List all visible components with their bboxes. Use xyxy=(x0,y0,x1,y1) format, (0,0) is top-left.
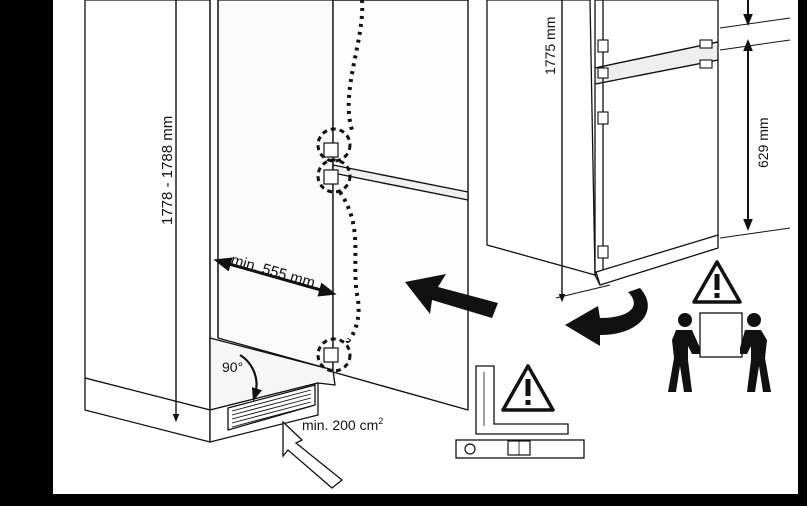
fridge-height-label: 1775 mm xyxy=(542,17,558,75)
rotate-arrow-icon xyxy=(565,288,648,346)
fridge-hinges xyxy=(597,39,713,259)
direction-arrow-icon xyxy=(405,274,498,318)
niche-height-dimension: 1778 - 1788 mm xyxy=(159,0,180,423)
vent-area-annotation: min. 200 cm2 xyxy=(282,416,383,489)
warning-triangle-icon xyxy=(692,260,742,304)
cabinet-door xyxy=(332,0,469,411)
cabinet-side-panel xyxy=(84,0,211,411)
hinge-top xyxy=(323,142,339,158)
freezer-door-height-label: 629 mm xyxy=(755,117,771,168)
right-angle-mark: 90° xyxy=(222,354,262,402)
airflow-arrow xyxy=(282,420,344,489)
hinge-middle xyxy=(323,169,339,185)
vent-area-superscript: 2 xyxy=(378,416,383,426)
cabinet-back-wall xyxy=(217,0,334,371)
vent-area-label: min. 200 cm xyxy=(302,417,378,433)
two-person-lift-icon xyxy=(668,312,771,392)
fridge-appliance xyxy=(486,0,719,286)
fridge-height-dimension: 1775 mm xyxy=(542,0,611,303)
kitchen-cabinet xyxy=(84,0,336,443)
freezer-door-dimension: 629 mm xyxy=(719,0,791,239)
fridge-side xyxy=(486,0,596,276)
dotted-guide-line xyxy=(338,0,365,343)
hinge-highlight-circles xyxy=(316,127,352,373)
ventilation-grille xyxy=(227,384,316,431)
niche-height-label: 1778 - 1788 mm xyxy=(159,116,176,225)
vent-slots xyxy=(231,389,312,428)
door-hinges xyxy=(323,142,339,363)
svg-text:min. 200 cm2: min. 200 cm2 xyxy=(302,416,383,433)
square-and-level-icon xyxy=(455,364,585,459)
hinge-bottom xyxy=(323,347,339,363)
angle-label: 90° xyxy=(222,359,243,375)
